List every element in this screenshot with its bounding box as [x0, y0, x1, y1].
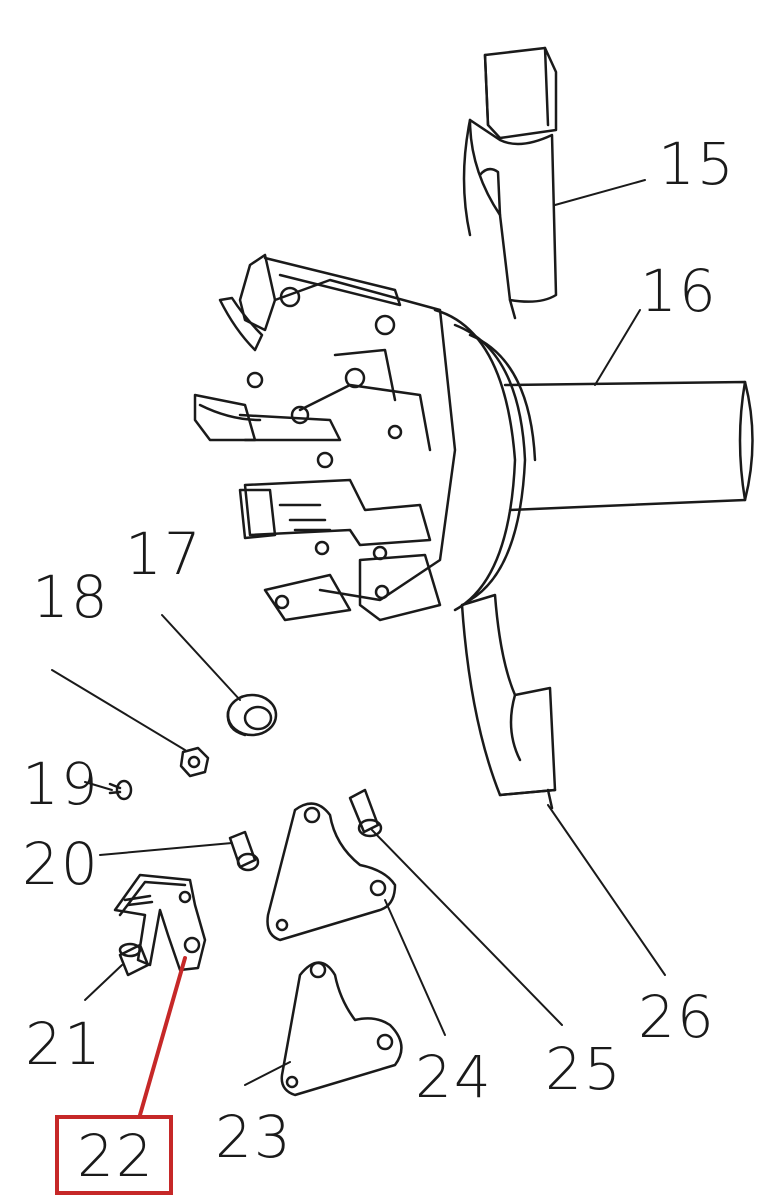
part-label-25: 25	[545, 1035, 623, 1103]
part-label-21: 21	[25, 1010, 103, 1078]
part-label-19: 19	[22, 750, 100, 818]
leader-18	[51, 669, 186, 751]
highlight-box-22: 22	[55, 1115, 173, 1195]
leader-22-highlight	[138, 956, 187, 1117]
leader-25	[371, 829, 563, 1026]
leader-lines	[51, 179, 666, 1086]
leader-24	[384, 899, 446, 1036]
part-16-main-assembly	[193, 253, 754, 622]
part-label-18: 18	[32, 563, 110, 631]
leader-16	[594, 309, 641, 386]
part-label-15: 15	[658, 130, 736, 198]
part-label-17: 17	[125, 520, 203, 588]
leader-23	[244, 1061, 291, 1086]
leader-17	[161, 614, 241, 701]
part-label-22: 22	[77, 1122, 155, 1190]
part-label-16: 16	[640, 257, 718, 325]
part-17-nut	[226, 693, 278, 737]
part-25-stud	[348, 788, 383, 838]
part-26-lower-cover	[460, 593, 557, 810]
leader-15	[554, 179, 646, 206]
part-15-upper-cover	[462, 46, 558, 320]
leader-26	[547, 804, 666, 976]
leader-21	[84, 964, 123, 1001]
part-label-26: 26	[638, 983, 716, 1051]
part-label-20: 20	[22, 830, 100, 898]
part-20-pin	[228, 830, 260, 872]
leader-19	[84, 781, 113, 791]
part-label-23: 23	[215, 1103, 293, 1171]
part-23-triangle-plate	[280, 961, 403, 1097]
leader-20	[99, 842, 233, 856]
part-24-triangle-plate	[266, 802, 397, 942]
part-21-sleeve	[118, 942, 150, 977]
part-18-small-nut	[179, 746, 210, 778]
part-19-screw	[108, 779, 133, 801]
part-label-24: 24	[415, 1043, 493, 1111]
